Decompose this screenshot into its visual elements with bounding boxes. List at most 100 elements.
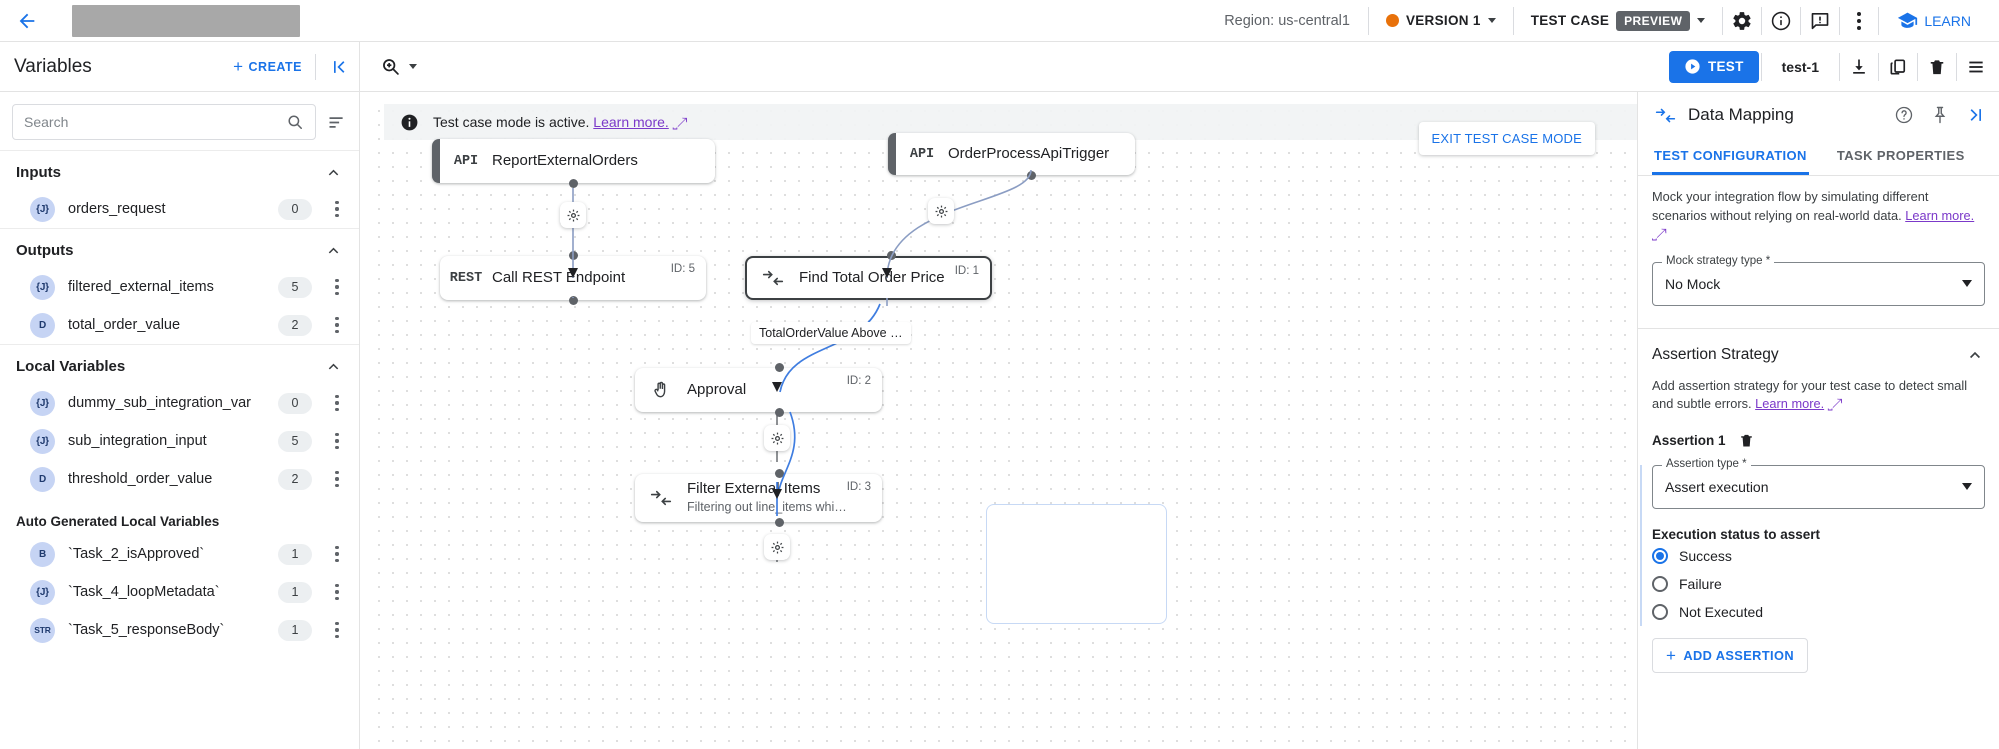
node-title: Approval [687,381,747,398]
radio-button[interactable] [1652,547,1668,564]
more-options-button[interactable] [1842,4,1876,38]
partial-node-card[interactable] [986,504,1167,624]
node-output-port[interactable] [775,408,784,417]
variable-type-badge: B [30,541,55,567]
radio-button[interactable] [1652,603,1668,620]
learn-label: LEARN [1924,12,1971,29]
mock-description-text: Mock your integration flow by simulating… [1652,189,1929,223]
variable-row[interactable]: STR `Task_5_responseBody` 1 [0,611,359,649]
edge-settings-button[interactable] [764,425,790,451]
variable-menu-button[interactable] [325,470,349,488]
feedback-button[interactable] [1803,4,1837,38]
section-header-local-variables[interactable]: Local Variables [0,345,359,384]
download-button[interactable] [1842,50,1876,84]
flow-canvas[interactable]: Test case mode is active. Learn more. ⎵↗… [360,92,1637,749]
variable-row[interactable]: D total_order_value 2 [0,306,359,344]
variable-menu-button[interactable] [325,621,349,639]
node-accent-bar [888,133,896,175]
variable-row[interactable]: {J} orders_request 0 [0,190,359,228]
radio-failure[interactable]: Failure [1652,570,1985,598]
pin-button[interactable] [1927,102,1953,128]
edge-settings-button[interactable] [560,202,586,228]
node-order-process-api-trigger[interactable]: API OrderProcessApiTrigger [888,133,1135,180]
node-output-port[interactable] [569,179,578,188]
assertion-delete-button[interactable] [1738,432,1755,449]
variable-row[interactable]: D threshold_order_value 2 [0,460,359,498]
collapse-left-icon [334,60,345,73]
node-filter-external-items[interactable]: Filter External Items Filtering out line… [635,469,882,527]
edge-condition-label[interactable]: TotalOrderValue Above … [751,322,911,344]
assertion-learn-more-link[interactable]: Learn more. [1755,396,1825,412]
variables-sidebar: Inputs {J} orders_request 0 Outp [0,92,360,749]
learn-button[interactable]: LEARN [1881,10,1985,31]
variable-row[interactable]: {J} `Task_4_loopMetadata` 1 [0,573,359,611]
tab-task-properties[interactable]: TASK PROPERTIES [1836,148,1965,163]
node-input-port[interactable] [775,363,784,372]
section-title: Local Variables [16,358,126,375]
help-button[interactable] [1891,102,1917,128]
variable-row[interactable]: {J} dummy_sub_integration_var 0 [0,384,359,422]
node-approval[interactable]: Approval ID: 2 [635,363,882,417]
section-header-outputs[interactable]: Outputs [0,229,359,268]
radio-button[interactable] [1652,575,1668,592]
settings-button[interactable] [1725,4,1759,38]
assertion-label: Assertion 1 [1652,432,1726,448]
collapse-sidebar-button[interactable] [329,57,359,77]
divider [1956,52,1957,81]
node-input-port[interactable] [775,469,784,478]
mock-learn-more-link[interactable]: Learn more. [1905,207,1975,223]
variable-menu-button[interactable] [325,278,349,296]
variable-type-badge: {J} [30,274,55,300]
sort-button[interactable] [326,112,347,133]
variable-name: `Task_2_isApproved` [68,546,205,562]
variable-type-badge: {J} [30,428,55,454]
variable-menu-button[interactable] [325,545,349,563]
search-box[interactable] [12,104,316,140]
edge-settings-button[interactable] [928,198,954,224]
delete-button[interactable] [1920,50,1954,84]
sidebar-section-auto-generated: Auto Generated Local Variables B `Task_2… [0,498,359,649]
mock-strategy-select[interactable]: Mock strategy type * No Mock [1652,254,1985,306]
node-output-port[interactable] [775,518,784,527]
node-report-external-orders[interactable]: API ReportExternalOrders [432,139,715,188]
section-header-inputs[interactable]: Inputs [0,151,359,190]
node-output-port[interactable] [569,296,578,305]
variable-type-badge: STR [30,617,55,643]
exit-test-case-mode-button[interactable]: EXIT TEST CASE MODE [1418,122,1595,155]
variable-menu-button[interactable] [325,432,349,450]
duplicate-button[interactable] [1881,50,1915,84]
zoom-control[interactable] [380,56,417,77]
divider [1839,6,1841,35]
test-case-selector[interactable]: TEST CASE PREVIEW [1516,10,1721,31]
add-assertion-button[interactable]: + ADD ASSERTION [1652,637,1808,673]
variable-row[interactable]: B `Task_2_isApproved` 1 [0,535,359,573]
preview-badge: PREVIEW [1616,10,1691,31]
variable-row[interactable]: {J} filtered_external_items 5 [0,268,359,306]
node-find-total-order-price[interactable]: Find Total Order Price ID: 1 [745,251,992,300]
radio-not-executed[interactable]: Not Executed [1652,598,1985,626]
search-input[interactable] [24,114,286,130]
hand-icon [635,380,687,400]
node-output-port[interactable] [1027,171,1036,180]
test-case-name[interactable]: test-1 [1781,58,1819,75]
tab-test-configuration[interactable]: TEST CONFIGURATION [1652,138,1809,175]
list-view-button[interactable] [1959,50,1993,84]
radio-success[interactable]: Success [1652,542,1985,570]
info-button[interactable] [1764,4,1798,38]
assertion-type-select[interactable]: Assertion type * Assert execution [1652,457,1985,509]
collapse-panel-button[interactable] [1963,102,1989,128]
assertion-strategy-header[interactable]: Assertion Strategy [1652,329,1985,365]
variable-menu-button[interactable] [325,200,349,218]
divider [1722,6,1724,35]
variable-menu-button[interactable] [325,316,349,334]
back-arrow-icon[interactable] [14,8,40,34]
variable-menu-button[interactable] [325,394,349,412]
variable-row[interactable]: {J} sub_integration_input 5 [0,422,359,460]
version-selector[interactable]: VERSION 1 [1371,13,1511,28]
variable-menu-button[interactable] [325,583,349,601]
radio-label: Failure [1679,575,1722,592]
create-variable-button[interactable]: + CREATE [233,58,302,75]
test-button[interactable]: TEST [1668,50,1759,83]
edge-settings-button[interactable] [764,534,790,560]
banner-learn-more-link[interactable]: Learn more. [593,113,669,130]
